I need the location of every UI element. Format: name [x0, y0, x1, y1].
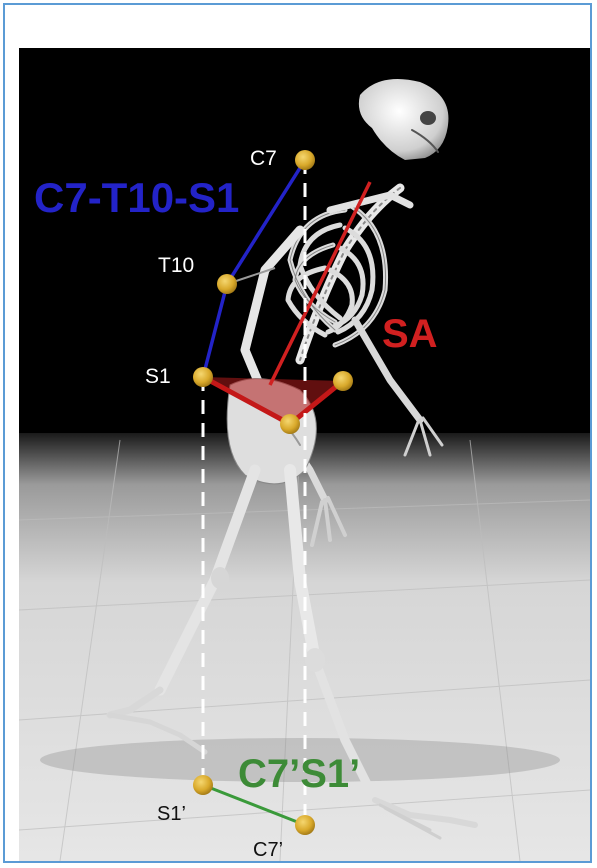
c7-t10-s1-label: C7-T10-S1: [34, 174, 239, 221]
s1-label: S1: [145, 365, 171, 388]
c7-prime-label: C7’: [253, 839, 283, 861]
s1-landmark: [193, 367, 213, 387]
pelvis-right-landmark: [333, 371, 353, 391]
s1-prime-landmark: [193, 775, 213, 795]
c7-label: C7: [250, 147, 277, 170]
t10-label: T10: [158, 254, 194, 277]
s1-prime-label: S1’: [157, 803, 186, 825]
c7-landmark: [295, 150, 315, 170]
c7-prime-landmark: [295, 815, 315, 835]
c7s1-prime-label: C7’S1’: [238, 752, 360, 796]
sa-label: SA: [382, 312, 438, 356]
pelvis-bottom-landmark: [280, 414, 300, 434]
t10-landmark: [217, 274, 237, 294]
